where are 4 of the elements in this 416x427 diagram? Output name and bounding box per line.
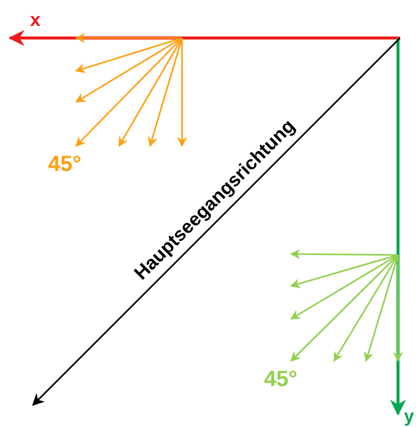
angle-label: 45° [48, 153, 82, 175]
axis-label: y [404, 407, 414, 425]
angle-label: 45° [264, 368, 298, 390]
axis-label: x [30, 11, 41, 30]
